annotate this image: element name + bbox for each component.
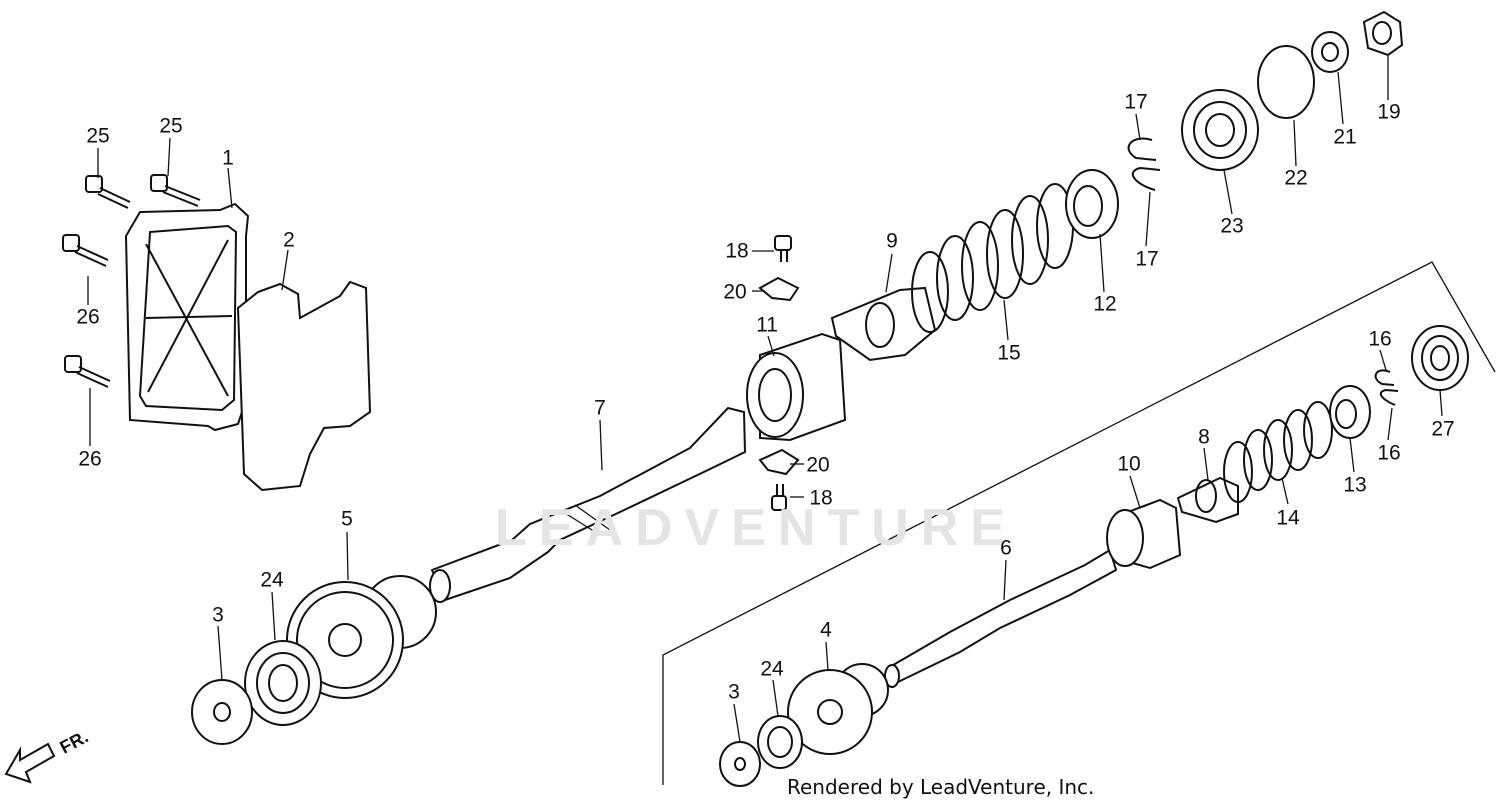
- callout-11: 11: [756, 313, 778, 337]
- cotter-16-lower: [1379, 388, 1399, 406]
- callout-6: 6: [1000, 536, 1012, 560]
- callout-20-lower: 20: [806, 453, 830, 477]
- render-credit: Rendered by LeadVenture, Inc.: [787, 775, 1095, 799]
- bolt-26-upper: [62, 234, 109, 267]
- nut-19: [1362, 10, 1404, 57]
- coupler-11: [746, 332, 847, 442]
- bolt-25-left: [85, 175, 131, 209]
- callout-17-lower: 17: [1135, 247, 1159, 271]
- callout-5: 5: [341, 507, 353, 531]
- callout-9: 9: [886, 229, 898, 253]
- callout-17-upper: 17: [1124, 90, 1148, 114]
- callout-23: 23: [1220, 214, 1244, 238]
- callout-2: 2: [283, 228, 295, 252]
- callout-27: 27: [1431, 417, 1455, 441]
- seal-3-main: [191, 679, 253, 745]
- callout-20-upper: 20: [723, 280, 747, 304]
- spring-14: [1223, 401, 1333, 503]
- retainer-13: [1329, 385, 1371, 439]
- callout-1: 1: [222, 146, 234, 170]
- seal-3-inset: [719, 741, 761, 787]
- gear-4: [787, 663, 889, 755]
- cam-8: [1176, 476, 1239, 524]
- callout-25-right: 25: [159, 114, 183, 138]
- callout-14: 14: [1276, 506, 1300, 530]
- callout-18-upper: 18: [725, 239, 749, 263]
- watermark-text: LEADVENTURE: [495, 499, 1018, 557]
- callout-3-main: 3: [212, 603, 224, 627]
- cotter-17-lower: [1131, 166, 1161, 191]
- bolt-26-lower: [64, 355, 111, 388]
- callout-21: 21: [1333, 125, 1357, 149]
- callout-12: 12: [1093, 292, 1117, 316]
- bearing-24-inset: [757, 715, 803, 769]
- main-shaft: [429, 406, 747, 603]
- callout-16-lower: 16: [1377, 441, 1401, 465]
- callout-25-left: 25: [86, 124, 110, 148]
- cotter-17-upper: [1127, 137, 1157, 161]
- cam-9: [830, 286, 937, 362]
- callout-18-lower: 18: [809, 486, 833, 510]
- cotter-16-upper: [1374, 369, 1395, 386]
- inset-boundary: [662, 261, 1496, 785]
- circlip-22: [1257, 45, 1315, 119]
- retainer-12: [1065, 169, 1119, 239]
- callout-24-main: 24: [260, 568, 284, 592]
- cover-plate: [124, 202, 250, 432]
- callout-8: 8: [1198, 425, 1210, 449]
- callout-10: 10: [1117, 452, 1141, 476]
- washer-21: [1311, 31, 1349, 73]
- spring-15: [911, 183, 1074, 333]
- bolt-25-right: [150, 174, 201, 207]
- callout-19: 19: [1377, 100, 1401, 124]
- coupler-10: [1106, 498, 1182, 570]
- callout-26-upper: 26: [76, 305, 100, 329]
- bolt-18-upper: [774, 235, 792, 262]
- bearing-27: [1411, 325, 1469, 391]
- callout-26-lower: 26: [78, 447, 102, 471]
- front-direction-arrow: [4, 742, 56, 784]
- bearing-24-main: [244, 640, 322, 726]
- leader-lines: [87, 56, 1443, 743]
- gasket: [236, 280, 372, 492]
- callout-4: 4: [820, 618, 832, 642]
- callout-16-upper: 16: [1368, 327, 1392, 351]
- callout-24-inset: 24: [760, 657, 784, 681]
- bolt-18-lower: [771, 484, 787, 511]
- callout-13: 13: [1343, 473, 1367, 497]
- stopper-20-lower: [758, 448, 800, 476]
- bearing-23: [1181, 89, 1259, 171]
- inset-shaft: [884, 548, 1118, 688]
- stopper-20-upper: [758, 276, 800, 302]
- callout-22: 22: [1284, 166, 1308, 190]
- callout-15: 15: [997, 341, 1021, 365]
- callout-3-inset: 3: [728, 680, 740, 704]
- callout-7: 7: [594, 396, 606, 420]
